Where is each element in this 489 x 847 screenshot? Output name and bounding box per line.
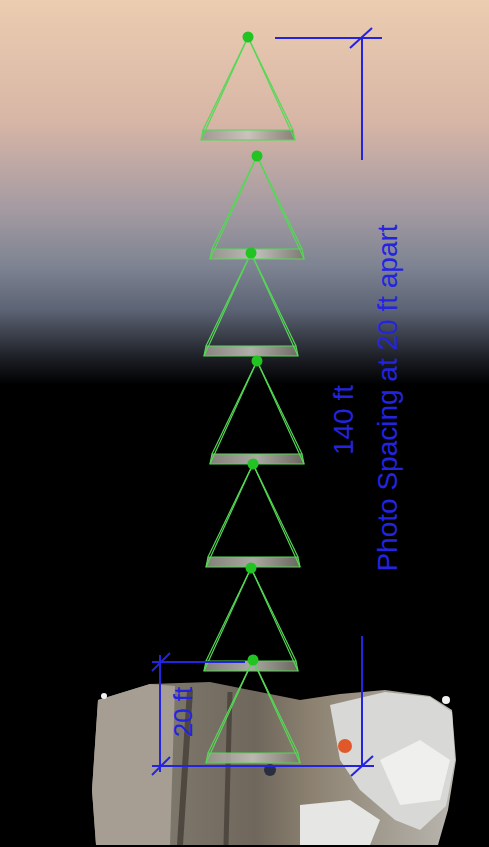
note-label: Photo Spacing at 20 ft apart [374, 224, 402, 571]
camera-frustums [201, 32, 304, 764]
dimension-label: 140 ft [330, 385, 358, 455]
dimension-lines [152, 28, 382, 776]
dimension-label: 20 ft [170, 687, 196, 738]
